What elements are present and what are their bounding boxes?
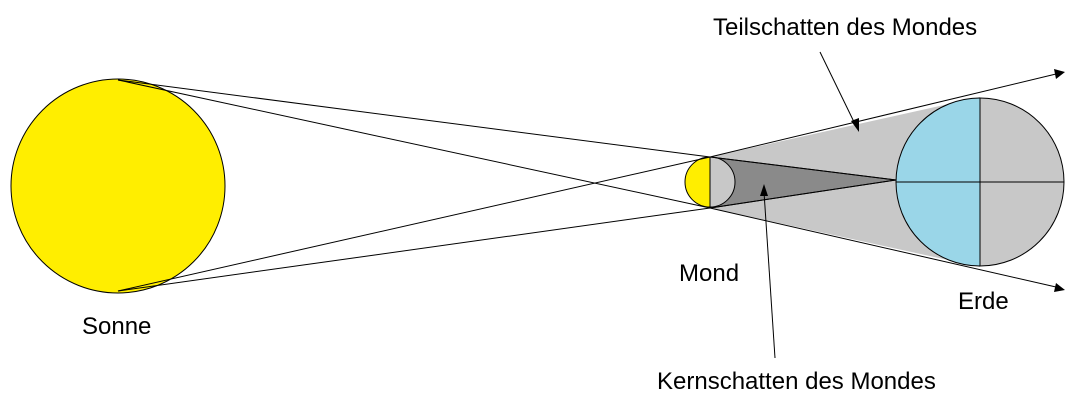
arrowhead-top — [1054, 69, 1065, 79]
umbra-label: Kernschatten des Mondes — [657, 368, 936, 394]
umbra-pointer-arrowhead — [760, 184, 768, 196]
earth-label: Erde — [958, 288, 1009, 315]
penumbra-pointer-arrowhead — [851, 118, 859, 132]
arrowhead-bottom — [1054, 283, 1065, 292]
ray-umbra-bottom — [709, 179, 897, 209]
ray-outer-bottom — [117, 207, 711, 292]
ray-penumbra-bottom — [709, 207, 1057, 288]
earth — [895, 97, 1065, 267]
ray-umbra-top — [709, 156, 897, 181]
ray-cross-top — [117, 79, 711, 209]
moon — [684, 156, 736, 208]
ray-penumbra-top — [709, 73, 1057, 158]
penumbra-label: Teilschatten des Mondes — [713, 14, 977, 41]
penumbra-pointer-line — [819, 51, 856, 125]
moon-label: Mond — [679, 260, 739, 287]
sun-label: Sonne — [82, 313, 151, 340]
ray-cross-bottom — [117, 156, 711, 292]
light-rays — [117, 73, 1057, 292]
sun — [10, 78, 226, 294]
ray-outer-top — [117, 79, 711, 158]
umbra-pointer-line — [763, 191, 776, 359]
